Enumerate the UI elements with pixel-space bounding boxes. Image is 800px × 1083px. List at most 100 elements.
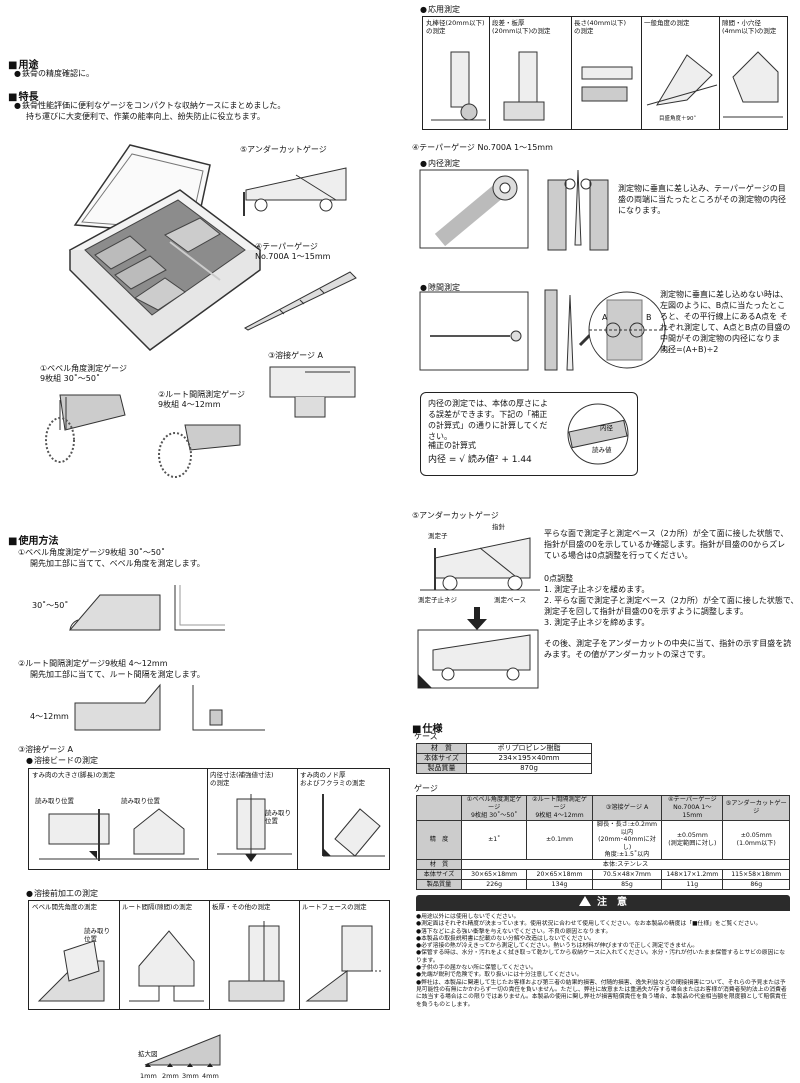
usage-text: 鉄骨の精度確認に。 xyxy=(14,68,94,79)
caution-notes: 用途以外には使用しないでください。 測定面はそれぞれ精度が決まっています。使用状… xyxy=(416,914,790,1009)
undercut-gauge-illustration xyxy=(243,167,347,216)
callout-bevel: ①ベベル角度測定ゲージ 9枚組 30˚～50˚ xyxy=(40,364,128,383)
inner-desc: 測定物に垂直に差し込み、テーパーゲージの目盛の両端に当たったところがその測定物の… xyxy=(618,184,786,215)
caution-note-5: 必ず溶接の熱が冷えきってから測定してください。熱いうちは材料が伸びますので正しく… xyxy=(416,943,790,950)
weight-2: 134g xyxy=(526,878,593,890)
gauge-col-1: ①ベベル角度測定ゲージ 9枚組 30˚～50˚ xyxy=(460,795,528,821)
pre-cell-3: 板厚・その他の測定 xyxy=(209,901,300,1009)
callout-weld: ③溶接ゲージ A xyxy=(268,351,324,360)
bead-cell-3-caption: すみ肉のノド厚 およびフクラミの測定 xyxy=(300,771,365,787)
zero-step-1: 1. 測定子止ネジを緩めます。 xyxy=(544,585,650,594)
zoom-tick-4: 4mm xyxy=(202,1072,219,1080)
label-needle: 指針 xyxy=(492,523,505,531)
gap-title: 隙間測定 xyxy=(420,282,460,293)
bevel-title: ①ベベル角度測定ゲージ9枚組 30˚～50˚ xyxy=(18,548,166,557)
inner-diagram xyxy=(419,169,529,249)
zoom-tick-2: 2mm xyxy=(162,1072,179,1080)
pre-title: 溶接前加工の測定 xyxy=(26,888,98,899)
applied-diagram-5 xyxy=(723,51,783,118)
caution-note-8: 先端が鋭利で危険です。取り扱いには十分注意してください。 xyxy=(416,972,790,979)
gap-diagram xyxy=(419,291,529,371)
applied-diagram-2 xyxy=(503,51,545,121)
pre-cell-2-caption: ルート間隔(隙間)の測定 xyxy=(122,903,193,911)
specs-heading: 仕様 xyxy=(412,720,442,735)
zero-title: 0点調整 xyxy=(544,574,574,583)
callout-taper: ④テーパーゲージ No.700A 1～15mm xyxy=(255,242,331,261)
bevel-desc: 開先加工部に当てて、ベベル角度を測定します。 xyxy=(30,559,205,568)
point-b: B xyxy=(646,313,652,322)
pre-cell-2: ルート間隔(隙間)の測定 xyxy=(119,901,210,1009)
bead-diagram-2 xyxy=(217,794,292,862)
undercut-heading: ⑤アンダーカットゲージ xyxy=(412,511,499,520)
caution-note-9: 弊社は、本製品に関連して生じたお客様および第三者の結果的損害、付随的損害、逸失利… xyxy=(416,980,790,1009)
case-row-1-value: ポリプロピレン樹脂 xyxy=(466,743,592,754)
zoom-tick-3: 3mm xyxy=(182,1072,199,1080)
bead-cell-3: すみ肉のノド厚 およびフクラミの測定 xyxy=(297,769,388,869)
applied-cell-4-caption: 一般角度の測定 xyxy=(644,19,690,27)
size-1: 30×65×18mm xyxy=(460,868,528,880)
angle-note: 目盛角度＋90˚ xyxy=(659,116,697,122)
pre-cell-1: ベベル開先角度の測定 読み取り位置 xyxy=(29,901,120,1009)
bead-cell-2-caption: 内径寸法(補強値寸法) の測定 xyxy=(210,771,274,787)
case-row-3-label: 製品質量 xyxy=(416,763,467,774)
taper-gauge-illustration xyxy=(244,271,357,331)
caution-bar: 注 意 xyxy=(416,895,790,911)
taper-heading: ④テーパーゲージ No.700A 1～15mm xyxy=(412,143,553,152)
case-title: ケース xyxy=(414,732,438,741)
precision-4: ±0.05mm (測定範囲に対し) xyxy=(661,820,724,860)
inner-title: 内径測定 xyxy=(420,158,460,169)
applied-cell-5-caption: 隙間・小穴径 (4mm以下)の測定 xyxy=(722,19,777,35)
undercut-desc2: その後、測定子をアンダーカットの中央に当て、指針の示す目盛を読みます。その値がア… xyxy=(544,639,792,659)
case-row-2-value: 234×195×40mm xyxy=(466,753,592,764)
inner-taper-diagram xyxy=(547,169,609,251)
features-heading: 特長 xyxy=(8,88,38,103)
bead-title: 溶接ビードの測定 xyxy=(26,755,98,766)
weight-5: 86g xyxy=(722,878,790,890)
size-5: 115×58×18mm xyxy=(722,868,790,880)
correction-formula: 内径 = √ 読み値² + 1.44 xyxy=(428,455,532,465)
applied-cell-3-caption: 長さ(40mm以下) の測定 xyxy=(574,19,627,35)
caution-title: 注 意 xyxy=(597,897,627,908)
bead-read-pos-2: 読み取り位置 xyxy=(121,797,160,805)
case-illustration xyxy=(68,144,262,351)
bead-read-pos-1: 読み取り位置 xyxy=(35,797,74,805)
applied-diagram-3 xyxy=(581,66,633,102)
applied-cell-1: 丸棒径(20mm以下) の測定 xyxy=(423,17,490,129)
root-label: 4～12mm xyxy=(30,712,69,721)
caution-note-6: 保管する時は、水分・汚れをよく拭き取って乾かしてから収納ケースに入れてください。… xyxy=(416,950,790,965)
gauge-table: ①ベベル角度測定ゲージ 9枚組 30˚～50˚ ②ルート間隔測定ゲージ 9枚組 … xyxy=(416,795,790,890)
caution-note-2: 測定面はそれぞれ精度が決まっています。使用状況に合わせて使用してください。なお本… xyxy=(416,921,790,928)
gap-formula: 内径=(A+B)÷2 xyxy=(660,345,719,354)
caution-note-7: 子供の手の届かない所に保管してください。 xyxy=(416,965,790,972)
weight-label: 製品質量 xyxy=(416,878,462,890)
root-diagram xyxy=(74,683,265,731)
size-3: 70.5×48×7mm xyxy=(591,868,663,880)
pre-read-pos: 読み取り位置 xyxy=(84,927,110,943)
applied-diagram-4 xyxy=(646,54,718,106)
undercut-diagram-bottom xyxy=(417,629,539,689)
precision-1: ±1˚ xyxy=(460,820,528,860)
weight-3: 85g xyxy=(591,878,663,890)
undercut-diagram-top xyxy=(420,537,540,591)
diagram-inner-label: 内径 xyxy=(600,424,613,432)
undercut-desc1: 平らな面で測定子と測定ベース（2カ所）が全て面に接した状態で、指針が目盛の0を示… xyxy=(544,529,789,560)
bead-cell-1: すみ肉の大きさ(脚長)の測定 読み取り位置 読み取り位置 xyxy=(29,769,208,869)
label-probe: 測定子 xyxy=(428,532,448,540)
case-row-3-value: 870g xyxy=(466,763,592,774)
bevel-diagram xyxy=(68,585,225,631)
gauge-col-5: ⑤アンダーカットゲージ xyxy=(722,795,790,821)
applied-heading: 応用測定 xyxy=(420,4,460,15)
label-base: 測定ベース xyxy=(494,596,527,604)
zoom-label: 拡大図 xyxy=(138,1050,158,1058)
pre-diagram-2 xyxy=(129,930,204,1002)
gauge-col-2: ②ルート間隔測定ゲージ 9枚組 4～12mm xyxy=(526,795,593,821)
correction-diagram xyxy=(567,403,629,465)
pre-cell-3-caption: 板厚・その他の測定 xyxy=(212,903,271,911)
usage-heading: 用途 xyxy=(8,56,38,71)
gap-taper-diagram xyxy=(544,289,666,371)
gauge-col-4: ④テーパーゲージ No.700A 1～15mm xyxy=(661,795,724,821)
size-label: 本体サイズ xyxy=(416,868,462,880)
applied-cell-2: 段差・板厚 (20mm以下)の測定 xyxy=(489,17,572,129)
material-value: 本体:ステンレス xyxy=(461,858,790,870)
bead-diagram-1 xyxy=(39,808,199,861)
